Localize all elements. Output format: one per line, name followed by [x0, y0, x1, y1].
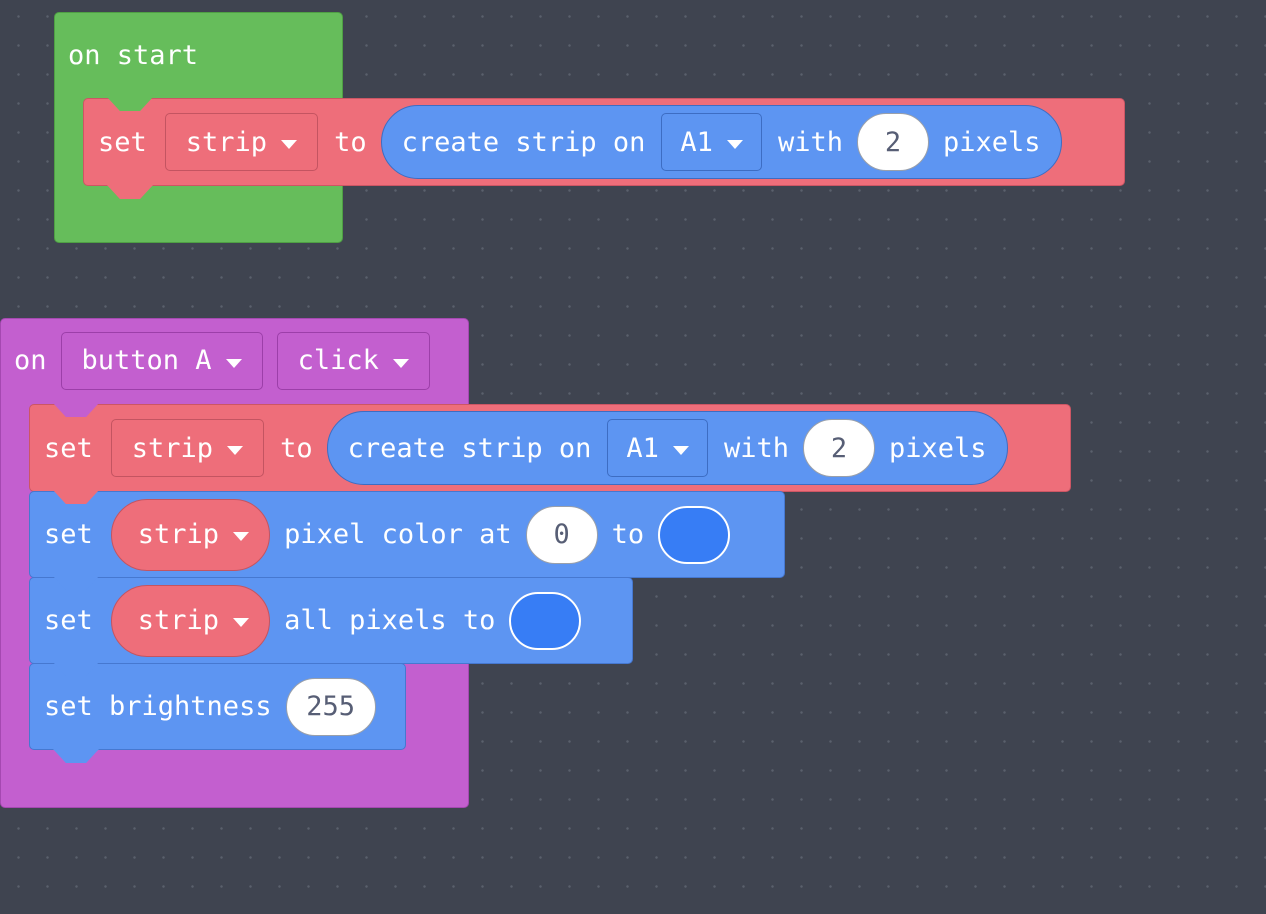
- block-notch-top: [53, 490, 99, 504]
- chevron-down-icon: [225, 358, 242, 368]
- all-pixels-color-swatch[interactable]: [509, 591, 582, 650]
- block-notch-top: [107, 97, 153, 111]
- set-label: set: [44, 605, 93, 636]
- pixel-count-input[interactable]: 2: [802, 419, 875, 477]
- chevron-down-icon: [281, 139, 298, 149]
- set-pixel-color-block[interactable]: set strip pixel color at 0 to: [29, 491, 785, 578]
- event-dropdown[interactable]: click: [276, 332, 430, 390]
- pixel-count-input[interactable]: 2: [856, 113, 929, 171]
- chevron-down-icon: [233, 532, 250, 541]
- button-dropdown[interactable]: button A: [60, 332, 263, 390]
- chevron-down-icon: [726, 139, 743, 149]
- strip-variable-reporter[interactable]: strip: [110, 498, 271, 571]
- set-all-pixels-block[interactable]: set strip all pixels to: [29, 577, 633, 664]
- create-strip-reporter[interactable]: create strip on A1 with 2 pixels: [380, 105, 1062, 179]
- set-strip-block-button[interactable]: set strip to create strip on A1 with 2 p…: [29, 404, 1071, 492]
- pin-dropdown[interactable]: A1: [661, 113, 762, 171]
- set-label: set: [98, 126, 147, 158]
- block-notch-bottom: [53, 749, 99, 763]
- block-notch-top: [53, 662, 99, 676]
- set-label: set: [44, 519, 93, 550]
- chevron-down-icon: [672, 445, 689, 455]
- set-label: set: [44, 432, 93, 464]
- on-button-header: on button A click: [14, 332, 446, 390]
- block-notch-top: [53, 403, 99, 417]
- pixel-index-input[interactable]: 0: [525, 505, 598, 564]
- on-start-label: on start: [68, 40, 199, 71]
- create-strip-reporter[interactable]: create strip on A1 with 2 pixels: [326, 411, 1008, 485]
- to-label: to: [280, 432, 313, 464]
- block-notch-top: [53, 576, 99, 590]
- pin-dropdown[interactable]: A1: [607, 419, 708, 477]
- to-label: to: [334, 126, 367, 158]
- strip-variable-reporter[interactable]: strip: [110, 584, 271, 657]
- strip-variable-dropdown[interactable]: strip: [110, 419, 265, 477]
- chevron-down-icon: [233, 618, 250, 627]
- strip-variable-dropdown[interactable]: strip: [164, 113, 319, 171]
- set-brightness-block[interactable]: set brightness 255: [29, 663, 406, 750]
- chevron-down-icon: [392, 358, 409, 368]
- brightness-input[interactable]: 255: [285, 677, 376, 736]
- set-strip-block-start[interactable]: set strip to create strip on A1 with 2 p…: [83, 98, 1125, 186]
- chevron-down-icon: [227, 445, 244, 455]
- block-notch-bottom: [107, 185, 153, 199]
- on-label: on: [14, 345, 47, 376]
- pixel-color-swatch[interactable]: [658, 505, 731, 564]
